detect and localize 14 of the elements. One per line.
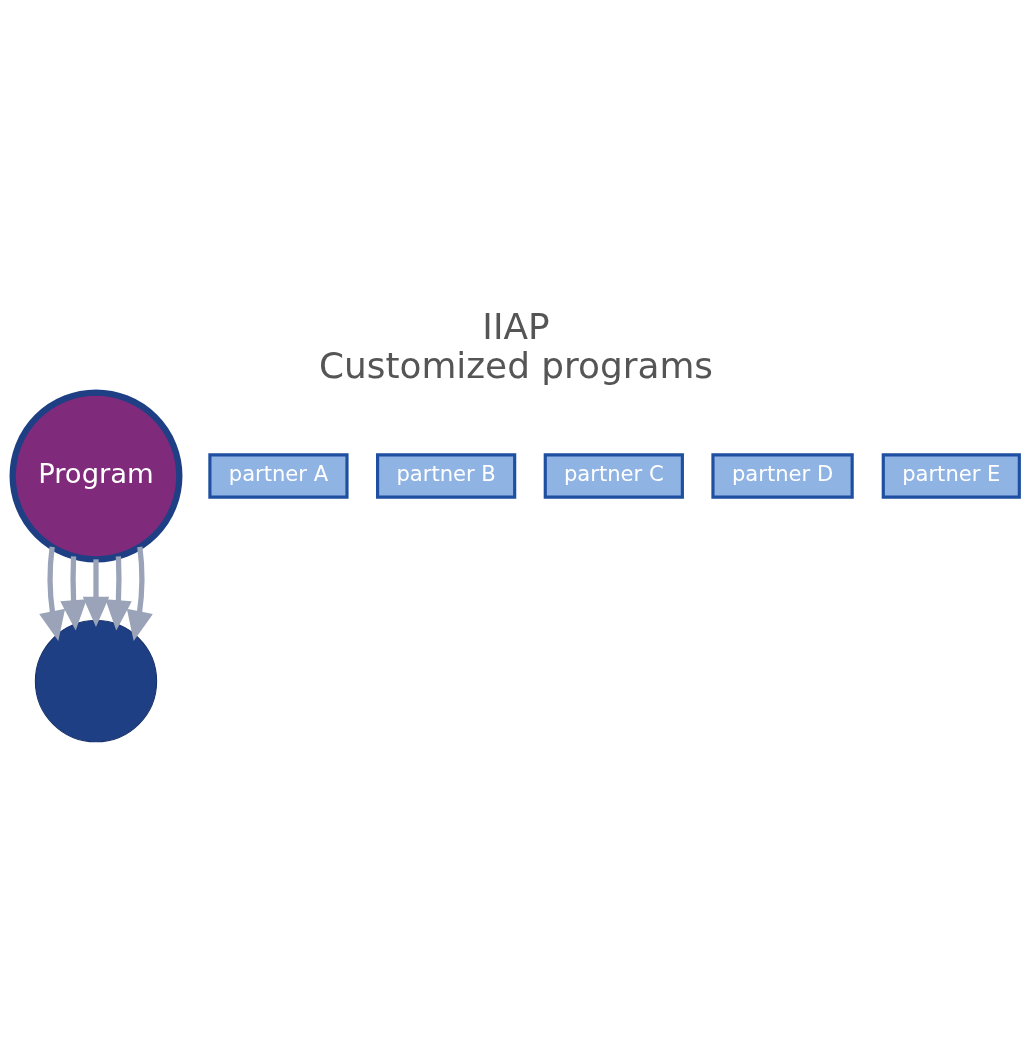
node-box: partner B <box>376 453 517 499</box>
arrow <box>39 546 66 642</box>
arrow <box>60 556 87 631</box>
arrow <box>126 546 153 642</box>
node-box: partner A <box>208 453 349 499</box>
diagram-title: IIAP <box>482 306 550 348</box>
node-box: partner D <box>711 453 854 499</box>
arrow <box>105 556 132 631</box>
node-box: partner E <box>881 453 1021 499</box>
node-box: partner C <box>543 453 684 499</box>
node-circle: Program <box>9 389 183 563</box>
arrow <box>82 559 110 627</box>
caption: Customized programs <box>319 345 713 387</box>
node-circle <box>34 619 158 743</box>
